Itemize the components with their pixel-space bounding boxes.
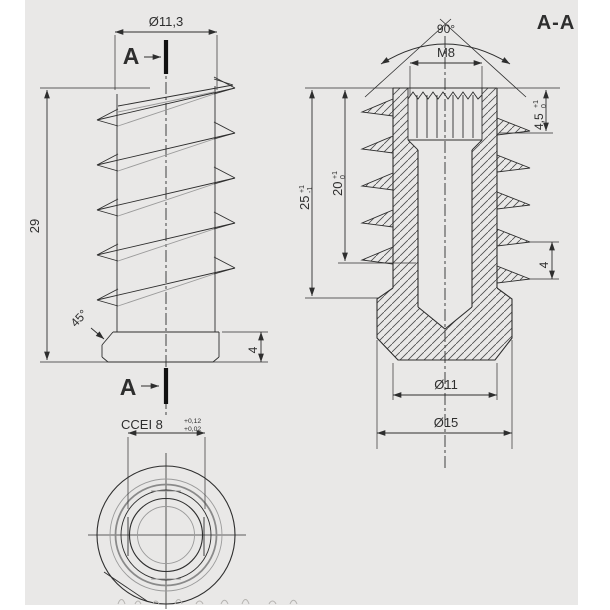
flange-outline: [376, 287, 513, 361]
dim-thread-zone-group: 4,5 +1 0: [532, 100, 548, 130]
thread-flights: [96, 76, 236, 307]
dim-thread-pitch: 4: [537, 261, 551, 268]
section-hatch: [362, 88, 530, 360]
dim-bore-depth: 20: [330, 182, 345, 196]
body-circle: [114, 483, 218, 587]
outer-diameter-circle: [96, 465, 236, 605]
dim-top-diameter: Ø11,3: [149, 14, 183, 29]
thread-flight: [96, 121, 236, 172]
dim-base-height: 4: [246, 346, 260, 353]
thread-root-circle: [109, 478, 223, 592]
dim-bore-depth-tol-lower: 0: [340, 175, 347, 179]
bore-circle: [128, 497, 204, 573]
section-outline: [360, 87, 531, 361]
thread-flight: [96, 211, 236, 262]
bottom-view: CCEI 8 +0,12 +0,02: [88, 417, 298, 609]
concentric-circles: [96, 465, 236, 605]
side-view: A A Ø11,3 29: [27, 14, 268, 416]
dim-overall-length: 29: [27, 219, 42, 233]
dim-drive-spec: CCEI 8: [121, 417, 163, 432]
internal-thread-zone: [407, 88, 483, 151]
dim-insert-length: 25: [297, 196, 312, 210]
dim-insert-length-group: 25 +1 -1: [297, 185, 314, 210]
dim-flange-diameter: Ø15: [434, 415, 459, 430]
dim-drive-tol-upper: +0,12: [184, 418, 201, 425]
base-section: [101, 331, 220, 363]
pilot-bore: [417, 150, 473, 330]
dim-thread-spec: M8: [437, 45, 455, 60]
dim-body-diameter: Ø11: [434, 377, 458, 392]
dim-bore-depth-group: 20 +1 0: [330, 171, 347, 196]
cut-label-top: A: [123, 43, 140, 69]
chamfer-leader: [90, 327, 105, 340]
dim-thread-zone-tol-upper: +1: [533, 100, 540, 108]
dim-insert-length-tol-lower: -1: [307, 187, 314, 193]
section-view: A-A 90° M8: [297, 12, 576, 470]
cut-label-bottom: A: [120, 374, 137, 400]
drive-flats: [127, 490, 205, 580]
dim-drive-tol-lower: +0,02: [184, 426, 201, 433]
thread-flight: [96, 76, 236, 127]
drive-recess-circle: [120, 489, 212, 581]
thread-flight: [96, 166, 236, 217]
view-section-title: A-A: [537, 12, 576, 34]
countersink-callout: 90°: [364, 18, 527, 98]
dim-bore-depth-tol-upper: +1: [332, 171, 339, 179]
dim-countersink-angle: 90°: [437, 22, 455, 36]
clipped-caption-remnant: [117, 599, 298, 605]
dim-thread-zone-depth: 4,5: [532, 113, 546, 130]
thread-start-notch: [103, 571, 148, 602]
inner-circle: [137, 506, 195, 564]
thread-flight: [96, 256, 236, 307]
dim-thread-zone-tol-lower: 0: [541, 104, 548, 108]
dim-insert-length-tol-upper: +1: [299, 185, 306, 193]
